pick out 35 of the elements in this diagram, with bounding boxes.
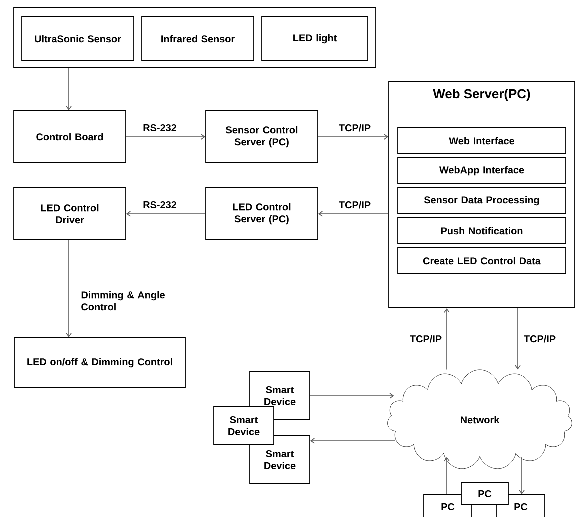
process-box: Infrared Sensor	[142, 16, 254, 62]
process-box: Sensor Data Processing	[398, 188, 566, 214]
arrow	[310, 393, 394, 399]
arrow	[444, 457, 450, 495]
edge-label: TCP/IP	[339, 124, 371, 132]
device-box: PC	[461, 482, 509, 506]
edge-label: RS-232	[144, 201, 176, 209]
process-box: LED Control Server (PC)	[206, 188, 318, 240]
process-box: Sensor Control Server (PC)	[206, 110, 318, 164]
edge-label: TCP/IP	[524, 335, 556, 343]
process-box: WebApp Interface	[398, 158, 566, 184]
device-box: Smart Device	[214, 406, 274, 446]
process-box: LED on/off & Dimming Control	[14, 338, 186, 388]
process-box: Web Interface	[398, 128, 566, 154]
process-box: LED light	[262, 16, 368, 62]
arrow	[444, 308, 450, 370]
edge-label: TCP/IP	[339, 201, 371, 209]
arrow	[66, 240, 72, 338]
process-box: Control Board	[14, 110, 126, 164]
arrow	[519, 456, 525, 495]
process-box: UltraSonic Sensor	[22, 16, 134, 62]
edge-label: TCP/IP	[410, 335, 442, 343]
device-box: Smart Device	[250, 436, 310, 484]
process-box: LED Control Driver	[14, 188, 126, 240]
process-box: Create LED Control Data	[398, 248, 566, 274]
arrow	[310, 438, 396, 444]
arrow	[318, 134, 389, 140]
arrow	[66, 68, 72, 111]
arrow	[515, 308, 521, 370]
edge-label: Dimming & Angle Control	[82, 291, 165, 311]
arrow	[318, 211, 389, 217]
process-box: Push Notification	[398, 218, 566, 244]
arrow	[126, 211, 206, 217]
edge-label: RS-232	[144, 124, 176, 132]
arrow	[126, 134, 206, 140]
